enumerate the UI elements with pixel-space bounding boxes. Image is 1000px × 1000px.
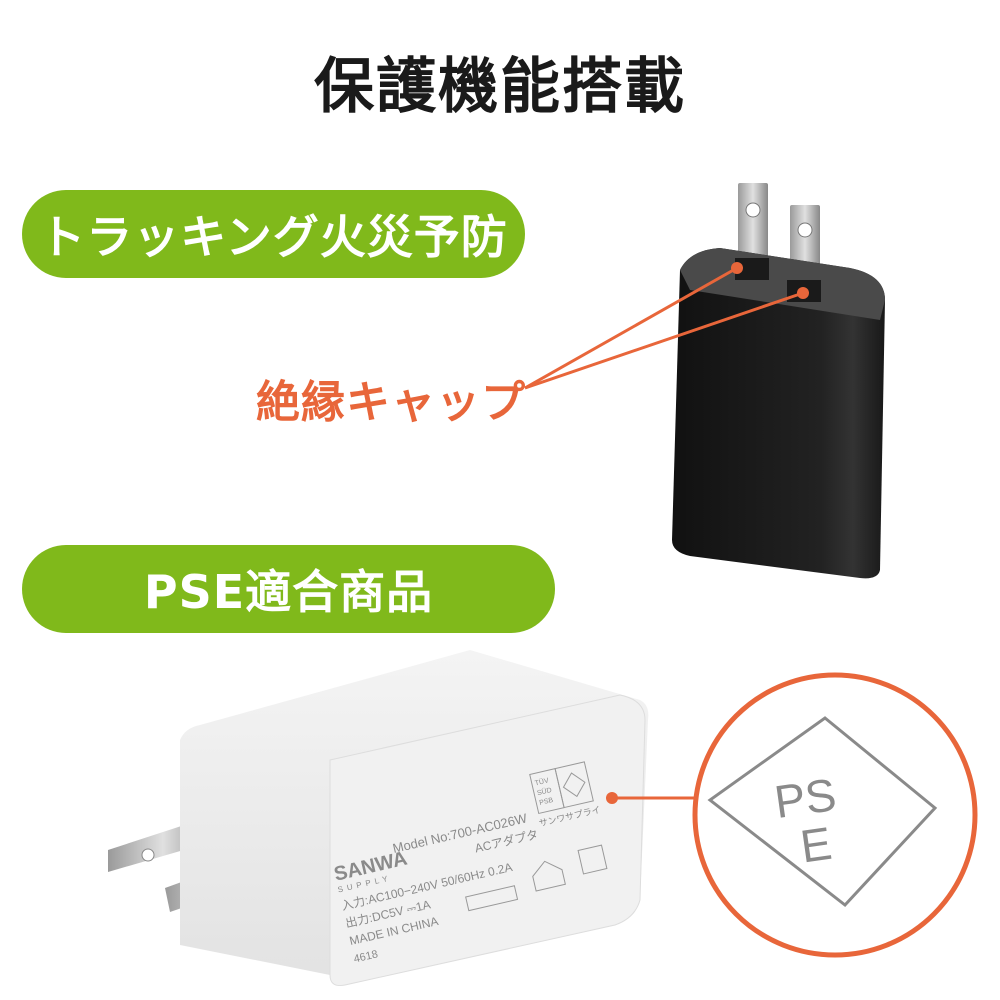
label-code: 4618 bbox=[353, 948, 380, 965]
pse-mark-top: PS bbox=[771, 768, 839, 828]
feature-badge-tracking: トラッキング火災予防 bbox=[22, 190, 525, 278]
label-brand: SANWA bbox=[332, 848, 409, 886]
insulation-cap-callout: 絶縁キャップ bbox=[256, 377, 526, 428]
label-model: Model No:700-AC026W bbox=[391, 810, 529, 856]
label-maker: サンワサプライ bbox=[538, 805, 602, 829]
black-charger-image bbox=[672, 183, 885, 579]
label-cert-psb: PSB bbox=[539, 797, 555, 807]
callout-lines bbox=[524, 262, 809, 390]
white-charger-image: SANWA SUPPLY Model No:700-AC026W ACアダプタ … bbox=[108, 650, 649, 986]
label-type: ACアダプタ bbox=[473, 826, 539, 855]
label-origin: MADE IN CHINA bbox=[348, 914, 440, 948]
pse-diamond-mark-icon bbox=[707, 716, 938, 908]
label-output: 出力:DC5V ⎓1A bbox=[344, 897, 432, 930]
double-insulation-icon bbox=[577, 844, 608, 875]
label-brand-sub: SUPPLY bbox=[337, 873, 393, 894]
feature-badge-pse: PSE適合商品 bbox=[22, 545, 555, 633]
label-cert-tuv: TÜV bbox=[534, 776, 550, 787]
page-title: 保護機能搭載 bbox=[314, 52, 686, 122]
small-pse-mark-icon bbox=[562, 772, 586, 798]
pse-mark-bottom: E bbox=[797, 817, 835, 873]
indoor-use-icon bbox=[532, 860, 566, 892]
label-input: 入力:AC100−240V 50/60Hz 0.2A bbox=[340, 860, 514, 913]
usb-port-icon bbox=[465, 885, 519, 912]
pse-callout: PS E bbox=[606, 672, 978, 958]
label-cert-sud: SÜD bbox=[536, 786, 552, 797]
